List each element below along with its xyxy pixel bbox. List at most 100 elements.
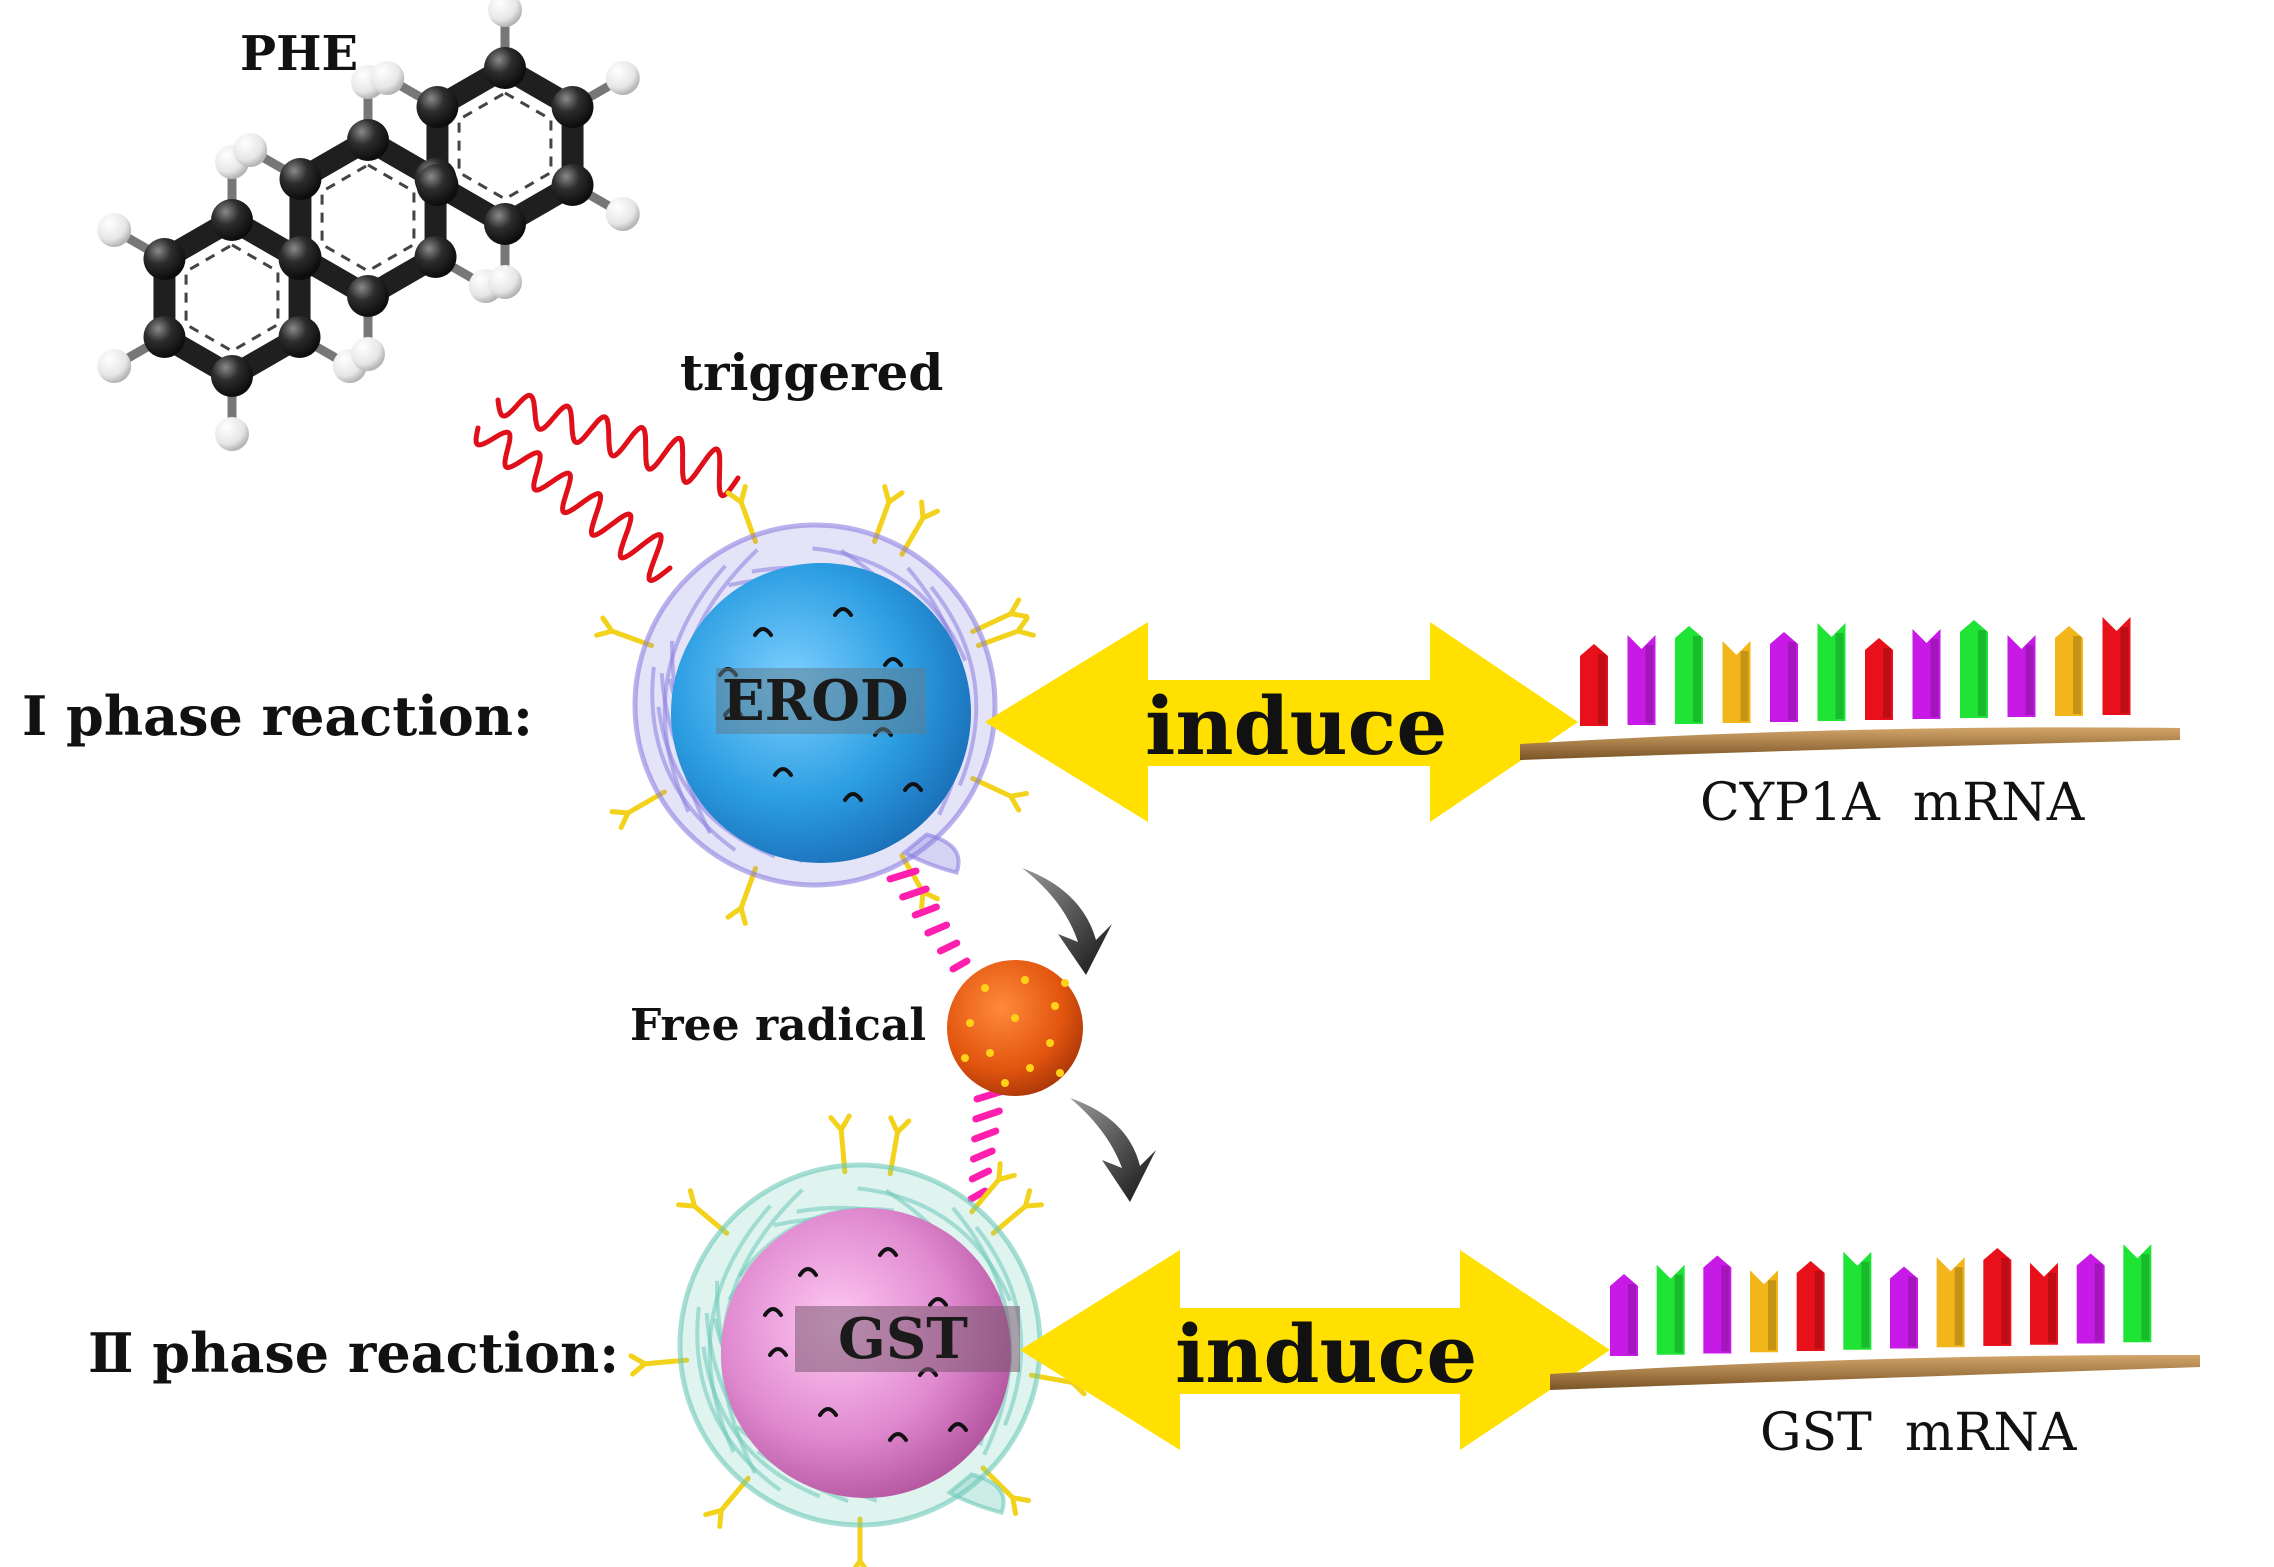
phase1-label: I phase reaction: xyxy=(22,684,533,748)
phenanthrene-molecule xyxy=(97,0,640,451)
receptor-arm xyxy=(1015,615,1030,634)
receptor-arm xyxy=(1008,611,1030,619)
receptor-arm xyxy=(828,1115,844,1133)
aromatic-ring xyxy=(184,243,280,353)
enzyme-mark xyxy=(883,657,903,667)
radical-dot xyxy=(1051,1002,1059,1010)
receptor-arm xyxy=(609,809,631,816)
receptor-arm xyxy=(919,499,926,521)
receptor-arm xyxy=(1022,1188,1033,1209)
cytoskeleton-strand xyxy=(650,666,737,852)
hydrogen-atom xyxy=(605,197,640,231)
nucleotide-base xyxy=(1890,1266,1918,1349)
nucleotide-base xyxy=(1675,626,1703,724)
dash-mark xyxy=(949,957,971,973)
receptor-arm xyxy=(996,1172,1017,1183)
cytoskeleton-strand xyxy=(695,1306,782,1492)
carbon-atom xyxy=(484,47,526,89)
wave-line xyxy=(473,425,673,584)
receptor-arm xyxy=(882,484,892,505)
dash-mark xyxy=(911,903,940,919)
hydrogen-atom xyxy=(488,0,522,27)
receptor-arm xyxy=(996,1161,1003,1183)
receptor-arm xyxy=(895,1118,912,1135)
radical-dot xyxy=(1001,1079,1009,1087)
phase1-mrna-strand xyxy=(1520,617,2180,760)
mrna-backbone xyxy=(1550,1354,2200,1390)
receptor-arm xyxy=(852,1558,863,1567)
nucleotide-base xyxy=(2007,635,2036,717)
free-radical-label: Free radical xyxy=(630,1000,926,1051)
enzyme-mark xyxy=(903,782,923,792)
nucleotide-base xyxy=(1912,629,1941,719)
receptor-arm xyxy=(725,490,744,505)
dash-mark xyxy=(899,885,930,901)
dash-mark xyxy=(969,1147,996,1163)
enzyme-mark xyxy=(833,607,853,617)
carbon-atom xyxy=(414,236,457,278)
receptor-arm xyxy=(1015,628,1036,638)
receptor-arm xyxy=(857,1558,868,1567)
carbon-atom xyxy=(347,275,389,317)
dash-mark xyxy=(936,939,961,955)
nucleotide-shade xyxy=(2048,1272,2056,1343)
enzyme-mark xyxy=(878,1247,898,1257)
receptor-arm xyxy=(1008,793,1022,813)
nucleotide-shade xyxy=(1814,1271,1823,1349)
cell-tail xyxy=(946,1472,1006,1516)
enzyme-mark xyxy=(763,1307,783,1317)
hydrogen-atom xyxy=(370,61,405,95)
nucleotide-base xyxy=(2076,1253,2105,1344)
receptor-arm xyxy=(920,508,941,521)
radical-dot xyxy=(1056,1069,1064,1077)
dash-mark xyxy=(968,1167,993,1183)
carbon-atom xyxy=(143,238,186,280)
carbon-atom xyxy=(551,86,594,128)
nucleotide-base xyxy=(2030,1262,2058,1345)
dash-mark xyxy=(924,921,951,937)
nucleotide-base xyxy=(1817,623,1846,721)
hydrogen-atom xyxy=(215,417,249,451)
nucleotide-shade xyxy=(2073,636,2081,714)
nucleotide-shade xyxy=(1628,1284,1636,1354)
trigger-waves xyxy=(473,392,741,584)
carbon-atom xyxy=(484,203,526,245)
nucleotide-base xyxy=(1865,638,1893,720)
carbon-atom xyxy=(278,316,321,358)
nucleotide-shade xyxy=(1835,633,1844,719)
nucleotide-base xyxy=(1627,635,1656,725)
phase2-enzyme-box xyxy=(795,1306,1020,1372)
nucleotide-base xyxy=(1960,620,1988,718)
nucleotide-base xyxy=(2102,617,2131,715)
nucleotide-base xyxy=(1580,644,1608,726)
nucleotide-base xyxy=(1610,1274,1638,1356)
enzyme-mark xyxy=(843,792,863,802)
nucleotide-shade xyxy=(2001,1258,2010,1344)
curved-arrow-top xyxy=(1022,868,1112,975)
dash-mark xyxy=(967,1187,989,1203)
nucleotide-shade xyxy=(1883,648,1891,718)
receptor-arm xyxy=(738,905,748,926)
phase2-mrna-label: GST mRNA xyxy=(1760,1403,2078,1463)
curved-arrow-bottom xyxy=(1070,1098,1156,1202)
phase2-induce-label: induce xyxy=(1175,1307,1477,1401)
nucleotide-base xyxy=(2055,626,2083,716)
carbon-atom xyxy=(347,119,389,161)
receptor-arm xyxy=(630,1361,648,1377)
nucleotide-base xyxy=(1703,1255,1732,1354)
aromatic-ring xyxy=(457,91,553,201)
radical-dot xyxy=(981,984,989,992)
radical-dot xyxy=(1061,979,1069,987)
nucleotide-base xyxy=(1750,1270,1778,1353)
free-radical-sphere xyxy=(947,960,1083,1096)
radical-dot xyxy=(1021,976,1029,984)
receptor-arm xyxy=(717,1507,724,1529)
phase1-enzyme-label: EROD xyxy=(722,668,909,734)
receptor-arm xyxy=(886,490,905,505)
receptor-arm xyxy=(703,1507,724,1518)
receptor-arm xyxy=(919,889,926,911)
receptor-arm xyxy=(738,484,748,505)
nucleotide-base xyxy=(1656,1264,1685,1355)
phase1-induce-arrow xyxy=(985,622,1578,822)
nucleotide-base xyxy=(1936,1257,1965,1348)
